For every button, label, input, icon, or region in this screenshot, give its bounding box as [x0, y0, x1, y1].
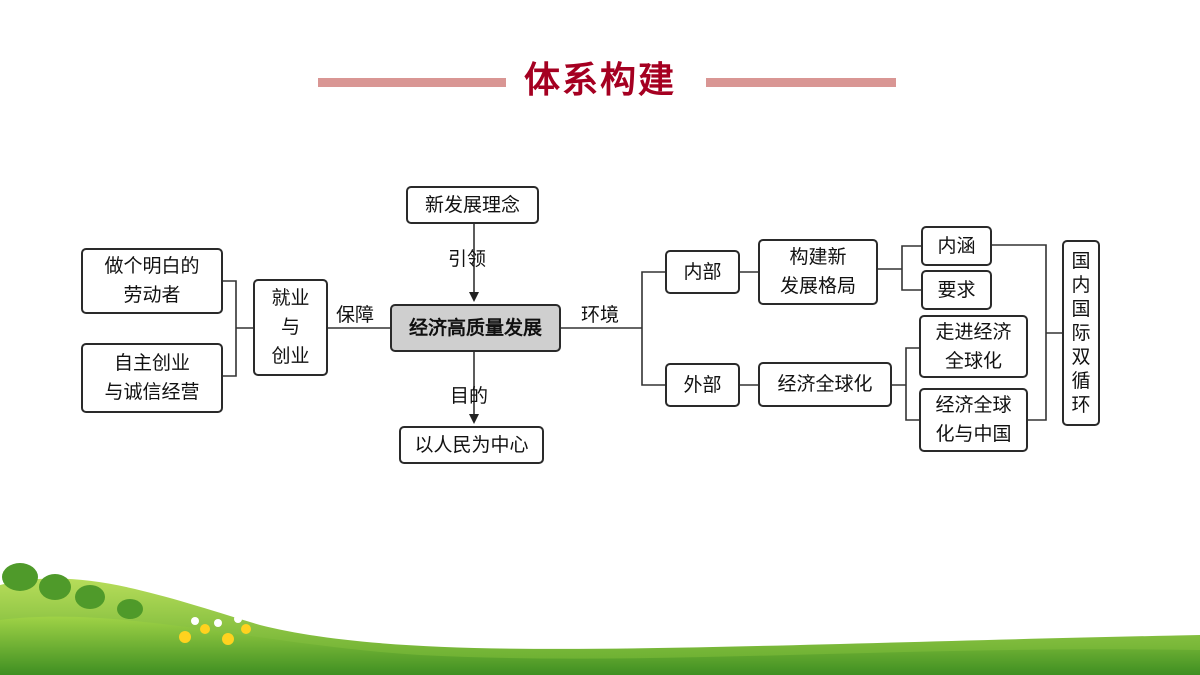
- node-requirement: 要求: [921, 270, 992, 310]
- node-build-new-pattern: 构建新发展格局: [758, 239, 878, 305]
- bracket-global: [892, 347, 919, 421]
- node-external: 外部: [665, 363, 740, 407]
- label-purpose: 目的: [450, 385, 489, 407]
- bracket-build: [878, 245, 921, 291]
- node-dual-circulation: 国内国际双循环: [1062, 240, 1100, 426]
- node-informed-worker: 做个明白的劳动者: [81, 248, 223, 314]
- node-economic-globalization: 经济全球化: [758, 362, 892, 407]
- page-title: 体系构建: [523, 60, 676, 101]
- title-line-left: [318, 78, 506, 87]
- title-line-right: [706, 78, 896, 87]
- bracket-inner-outer: [641, 271, 665, 386]
- node-new-development-concept: 新发展理念: [406, 186, 539, 224]
- node-internal: 内部: [665, 250, 740, 294]
- node-enter-globalization: 走进经济全球化: [919, 315, 1028, 378]
- node-high-quality-development: 经济高质量发展: [390, 304, 561, 352]
- node-connotation: 内涵: [921, 226, 992, 266]
- label-lead: 引领: [448, 248, 487, 270]
- label-guarantee: 保障: [336, 304, 375, 326]
- bracket-left: [223, 280, 253, 377]
- node-self-employment-integrity: 自主创业与诚信经营: [81, 343, 223, 413]
- node-people-centered: 以人民为中心: [399, 426, 544, 464]
- grass-hills-decoration: [0, 563, 1200, 675]
- bracket-dual-cycle: [992, 244, 1062, 421]
- label-environment: 环境: [581, 304, 620, 326]
- node-globalization-and-china: 经济全球化与中国: [919, 388, 1028, 452]
- node-employment-entrepreneurship: 就业与创业: [253, 279, 328, 376]
